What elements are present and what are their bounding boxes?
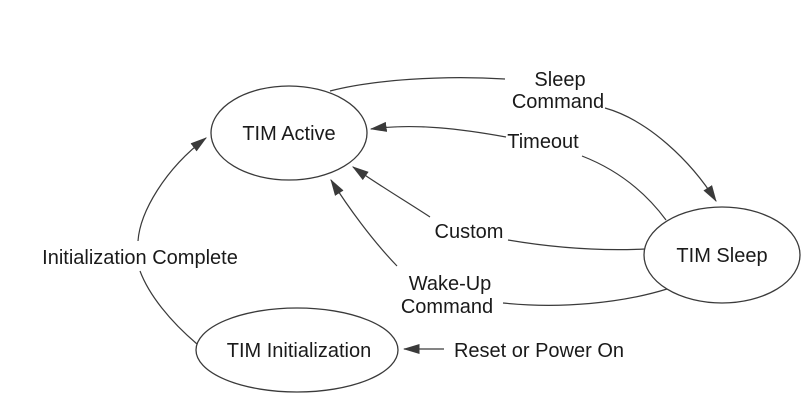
transition-timeout-label: Timeout xyxy=(507,131,579,153)
state-tim-initialization-ellipse xyxy=(195,307,399,393)
state-tim-active: TIM Active xyxy=(210,85,368,181)
transition-initialization-complete-path-in xyxy=(137,137,207,242)
state-tim-initialization: TIM Initialization xyxy=(195,307,399,393)
transition-custom-label: Custom xyxy=(435,221,504,243)
transition-wake-up-command-path-in xyxy=(330,178,398,267)
state-tim-initialization-label: TIM Initialization xyxy=(227,340,372,362)
transition-timeout-path-out xyxy=(581,155,667,221)
transition-wake-up-command-label-line2: Command xyxy=(401,296,493,318)
state-tim-sleep-label: TIM Sleep xyxy=(676,245,767,267)
transition-sleep-command-label-line1: Sleep xyxy=(534,69,585,91)
transition-sleep-command-label-line2: Command xyxy=(512,91,604,113)
state-tim-sleep-ellipse xyxy=(643,206,801,304)
transition-wake-up-command-label-line1: Wake-Up xyxy=(409,273,492,295)
transition-timeout-path-in xyxy=(369,121,507,138)
state-tim-active-label: TIM Active xyxy=(242,123,335,145)
transition-wake-up-command-path-out xyxy=(502,288,668,306)
transition-reset-or-power-on-label: Reset or Power On xyxy=(454,340,624,362)
state-tim-active-ellipse xyxy=(210,85,368,181)
transition-sleep-command-path-out xyxy=(329,77,506,92)
transition-initialization-complete-label: Initialization Complete xyxy=(42,247,238,269)
transition-sleep-command-path-in xyxy=(604,107,717,203)
transition-initialization-complete-path-out xyxy=(139,270,198,345)
state-tim-sleep: TIM Sleep xyxy=(643,206,801,304)
transition-custom-path-in xyxy=(352,166,431,218)
transition-custom-path-out xyxy=(507,239,646,251)
